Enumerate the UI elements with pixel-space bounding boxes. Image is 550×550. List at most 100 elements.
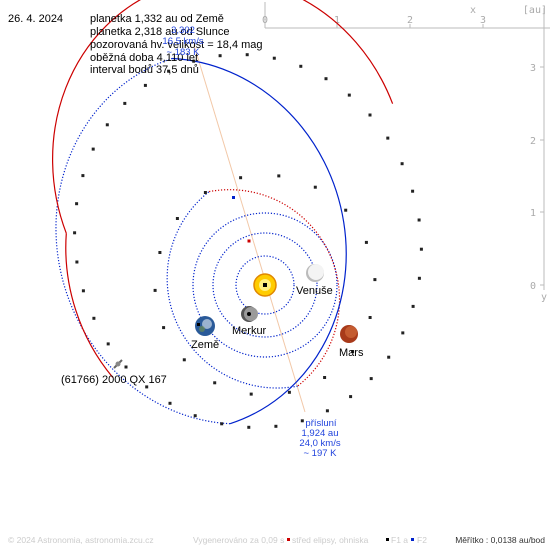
asteroid-orbit-dot — [417, 276, 421, 280]
asteroid-orbit-dot — [81, 174, 85, 178]
asteroid-orbit-dot — [401, 331, 405, 335]
asteroid-label: (61766) 2000 QX 167 — [61, 374, 167, 386]
y-tick-3: 3 — [530, 63, 536, 74]
asteroid-orbit-dot — [324, 77, 328, 81]
mars-orbit-dot — [175, 217, 179, 220]
perihelion-temperature: ~ 197 K — [303, 448, 337, 459]
apsides-line — [193, 44, 306, 413]
asteroid-orbit-dot — [192, 59, 196, 63]
asteroid-orbit-dot — [105, 123, 109, 127]
mercury — [241, 306, 258, 322]
footer-legend-center: střed elipsy, ohniska — [292, 535, 369, 545]
info-distance-sun: planetka 2,318 au od Slunce — [90, 26, 229, 38]
asteroid-orbit-dot — [92, 316, 96, 320]
asteroid-orbit-dot — [124, 365, 128, 369]
aphelion-temperature: ~ 183 K — [166, 47, 200, 58]
mars-orbit-dot — [344, 208, 348, 212]
info-period: oběžná doba 4,110 let — [90, 52, 198, 64]
footer-legend-f1: F1 a — [391, 535, 408, 545]
legend-center-marker — [287, 538, 290, 541]
mars-orbit-dot — [364, 240, 368, 244]
asteroid-orbit-dot — [347, 93, 351, 97]
mars-orbit-dot — [351, 350, 355, 353]
mars-orbit-dot — [213, 381, 217, 385]
x-tick-0: 0 — [262, 15, 268, 26]
earth-label: Země — [191, 339, 219, 351]
mars-orbit-dot — [203, 191, 207, 194]
asteroid-orbit-dot — [368, 113, 372, 117]
axis-unit: [au] — [523, 5, 547, 16]
perihelion-velocity: 24,0 km/s — [299, 438, 340, 449]
asteroid-orbit-dot — [73, 231, 77, 235]
mars-orbit-dot — [249, 392, 253, 396]
asteroid-orbit-dot — [419, 247, 423, 251]
x-axis-var: x — [470, 5, 476, 16]
x-tick-2: 2 — [407, 15, 413, 26]
asteroid-orbit-dot — [417, 218, 421, 222]
mars-label: Mars — [339, 347, 364, 359]
venus-orbit — [212, 232, 318, 338]
mars-orbit-dot — [239, 176, 243, 180]
asteroid-orbit-dot — [274, 424, 278, 428]
mercury-orbit — [235, 255, 295, 315]
asteroid-orbit-dot — [247, 425, 251, 429]
asteroid-orbit-dot — [123, 101, 127, 105]
x-tick-1: 1 — [334, 15, 340, 26]
sun — [253, 273, 277, 297]
asteroid-orbit-dot — [143, 83, 147, 87]
mars-orbit-dot — [162, 326, 166, 330]
mars-orbit-dot — [158, 251, 162, 254]
mars-orbit-dot — [313, 185, 317, 189]
asteroid-orbit-dot — [145, 385, 149, 389]
asteroid-orbit-dot — [369, 377, 373, 381]
asteroid-orbit — [52, 0, 394, 425]
focus-f2-marker — [232, 196, 235, 199]
perihelion-distance: 1,924 au — [302, 428, 339, 439]
footer-generated: Vygenerováno za 0,09 s — [193, 535, 284, 545]
mars-orbit-dot — [287, 390, 291, 394]
asteroid-orbit-dot — [411, 189, 415, 193]
date-label: 26. 4. 2024 — [8, 13, 63, 25]
mars-orbit-dot — [182, 358, 186, 362]
mars-orbit-dot — [373, 278, 377, 282]
mars-orbit-dot — [277, 174, 281, 178]
asteroid-orbit-dot — [272, 56, 276, 60]
mars-orbit-dot — [368, 316, 372, 319]
y-tick-0: 0 — [530, 281, 536, 292]
info-distance-earth: planetka 1,332 au od Země — [90, 13, 224, 25]
axes: 0 1 2 3 x [au] 3 2 1 0 y — [262, 2, 550, 303]
info-interval: interval bodů 37,5 dnů — [90, 64, 199, 76]
venus-label: Venuše — [296, 285, 333, 297]
asteroid-orbit-dot — [411, 304, 415, 308]
asteroid-position-dots — [73, 53, 423, 429]
footer-copyright: © 2024 Astronomia, astronomia.zcu.cz — [8, 535, 154, 545]
legend-f1-marker — [386, 538, 389, 541]
asteroid-orbit-dot — [386, 136, 390, 140]
ellipse-center-marker — [247, 239, 251, 243]
mars-orbit-dot — [323, 376, 327, 379]
mars-orbit — [166, 189, 341, 389]
asteroid-orbit-dot — [106, 342, 110, 346]
info-magnitude: pozorovaná hv. velikost = 18,4 mag — [90, 39, 263, 51]
legend-f2-marker — [411, 538, 414, 541]
venus — [306, 264, 324, 282]
y-tick-1: 1 — [530, 208, 536, 219]
asteroid-orbit-dot — [193, 414, 197, 418]
footer-scale: Měřítko : 0,0138 au/bod — [455, 535, 545, 545]
perihelion-title: přísluní — [305, 418, 337, 429]
asteroid-orbit-dot — [300, 419, 304, 423]
asteroid-orbit-dot — [245, 53, 249, 57]
asteroid-orbit-dot — [81, 289, 85, 293]
asteroid-orbit-dot — [400, 162, 404, 166]
asteroid-orbit-dot — [299, 64, 303, 68]
asteroid-orbit-dot — [349, 395, 353, 399]
mercury-label: Merkur — [232, 325, 267, 337]
asteroid-orbit-dot — [168, 401, 172, 405]
asteroid-orbit-dot — [325, 409, 329, 413]
aphelion-distance: 3,302 — [171, 25, 195, 36]
asteroid-orbit-dot — [218, 54, 222, 58]
earth — [195, 316, 215, 336]
asteroid-orbit-dot — [91, 147, 95, 151]
